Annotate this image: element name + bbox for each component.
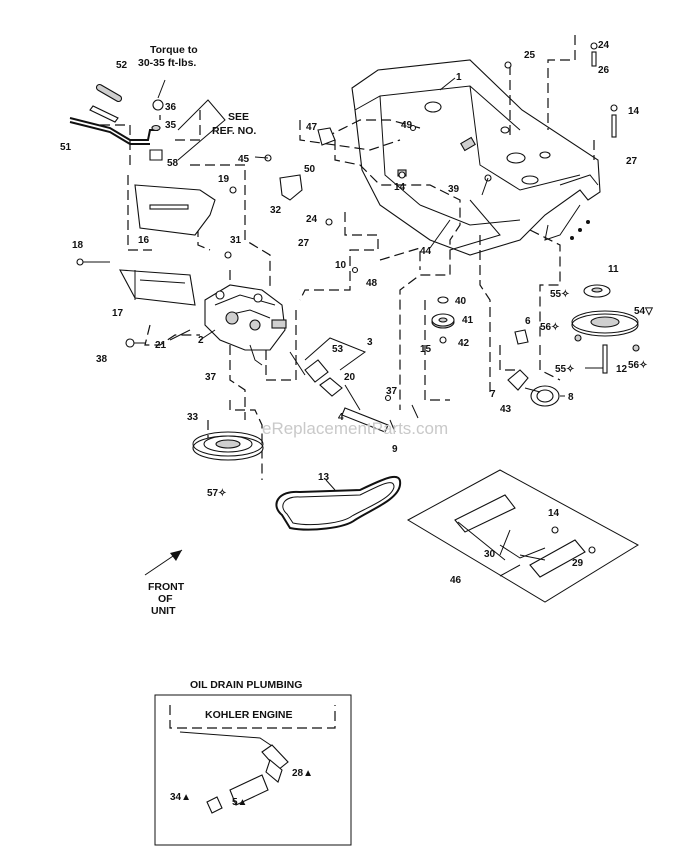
- label-14-top: 14: [628, 106, 640, 117]
- label-24-mid: 24: [306, 214, 318, 225]
- label-16: 16: [138, 235, 150, 246]
- bracket-kit: [406, 469, 639, 603]
- label-14-frame: 14: [394, 182, 406, 193]
- label-37-left: 37: [205, 372, 217, 383]
- inset-title: OIL DRAIN PLUMBING: [190, 679, 302, 691]
- label-4: 4: [338, 412, 344, 423]
- label-27-top: 27: [626, 156, 638, 167]
- label-9: 9: [392, 444, 398, 455]
- label-5: 5▲: [232, 797, 247, 808]
- label-50: 50: [304, 164, 316, 175]
- label-14-kit: 14: [548, 508, 560, 519]
- pulley-33: [192, 431, 264, 461]
- label-18: 18: [72, 240, 84, 251]
- oil-drain-inset: [154, 694, 352, 846]
- label-44: 44: [420, 246, 432, 257]
- inset-subtitle: KOHLER ENGINE: [205, 709, 293, 721]
- label-56-right: 56✧: [628, 360, 648, 371]
- label-1: 1: [456, 72, 462, 83]
- label-24-top: 24: [598, 40, 610, 51]
- idler-assembly: [431, 296, 560, 407]
- label-6: 6: [525, 316, 531, 327]
- label-47: 47: [306, 122, 318, 133]
- label-37-right: 37: [386, 386, 398, 397]
- label-56-left: 56✧: [540, 322, 560, 333]
- label-11: 11: [608, 264, 619, 275]
- drive-belt: [275, 475, 402, 531]
- label-42: 42: [458, 338, 470, 349]
- label-51: 51: [60, 142, 72, 153]
- label-36: 36: [165, 102, 177, 113]
- front-note-line3: UNIT: [151, 605, 176, 617]
- label-43: 43: [500, 404, 512, 415]
- label-54: 54▽: [634, 306, 653, 317]
- torque-note-line1: Torque to: [150, 44, 198, 56]
- shift-lever-assembly: [69, 79, 226, 161]
- label-39: 39: [448, 184, 460, 195]
- label-45: 45: [238, 154, 250, 165]
- label-28: 28▲: [292, 768, 313, 779]
- label-20: 20: [344, 372, 356, 383]
- label-46: 46: [450, 575, 462, 586]
- shaft-assembly: [289, 337, 392, 433]
- label-12: 12: [616, 364, 628, 375]
- label-17: 17: [112, 308, 124, 319]
- label-52: 52: [116, 60, 128, 71]
- label-55-top: 55✧: [550, 289, 570, 300]
- small-hardware: [76, 42, 618, 348]
- label-40: 40: [455, 296, 467, 307]
- label-7: 7: [490, 389, 496, 400]
- label-38: 38: [96, 354, 108, 365]
- label-26: 26: [598, 65, 610, 76]
- label-29: 29: [572, 558, 584, 569]
- label-2: 2: [198, 335, 204, 346]
- deck-pulleys: [571, 284, 640, 374]
- label-15: 15: [420, 344, 432, 355]
- bracket-plates: [119, 184, 216, 306]
- label-34: 34▲: [170, 792, 191, 803]
- front-note-line2: OF: [158, 593, 173, 605]
- label-8: 8: [568, 392, 574, 403]
- label-55-bottom: 55✧: [555, 364, 575, 375]
- label-25: 25: [524, 50, 536, 61]
- label-41: 41: [462, 315, 474, 326]
- label-33: 33: [187, 412, 199, 423]
- watermark: eReplacementParts.com: [262, 419, 448, 438]
- label-58: 58: [167, 158, 179, 169]
- label-53: 53: [332, 344, 344, 355]
- see-note-line1: SEE: [228, 111, 249, 123]
- label-3: 3: [367, 337, 373, 348]
- label-19: 19: [218, 174, 230, 185]
- label-31: 31: [230, 235, 242, 246]
- label-13: 13: [318, 472, 330, 483]
- label-35: 35: [165, 120, 177, 131]
- front-arrow: [144, 549, 183, 576]
- label-49: 49: [401, 120, 413, 131]
- leader-lines: [169, 77, 603, 577]
- label-57: 57✧: [207, 488, 227, 499]
- label-21: 21: [155, 340, 167, 351]
- label-10: 10: [335, 260, 347, 271]
- label-48: 48: [366, 278, 378, 289]
- front-note-line1: FRONT: [148, 581, 185, 593]
- label-30: 30: [484, 549, 496, 560]
- see-note-line2: REF. NO.: [212, 125, 256, 137]
- assembly-lines: [100, 35, 595, 480]
- main-frame: [351, 59, 601, 256]
- transmission: [204, 284, 287, 366]
- torque-note-line2: 30-35 ft-lbs.: [138, 57, 196, 69]
- label-27-mid: 27: [298, 238, 310, 249]
- label-32: 32: [270, 205, 282, 216]
